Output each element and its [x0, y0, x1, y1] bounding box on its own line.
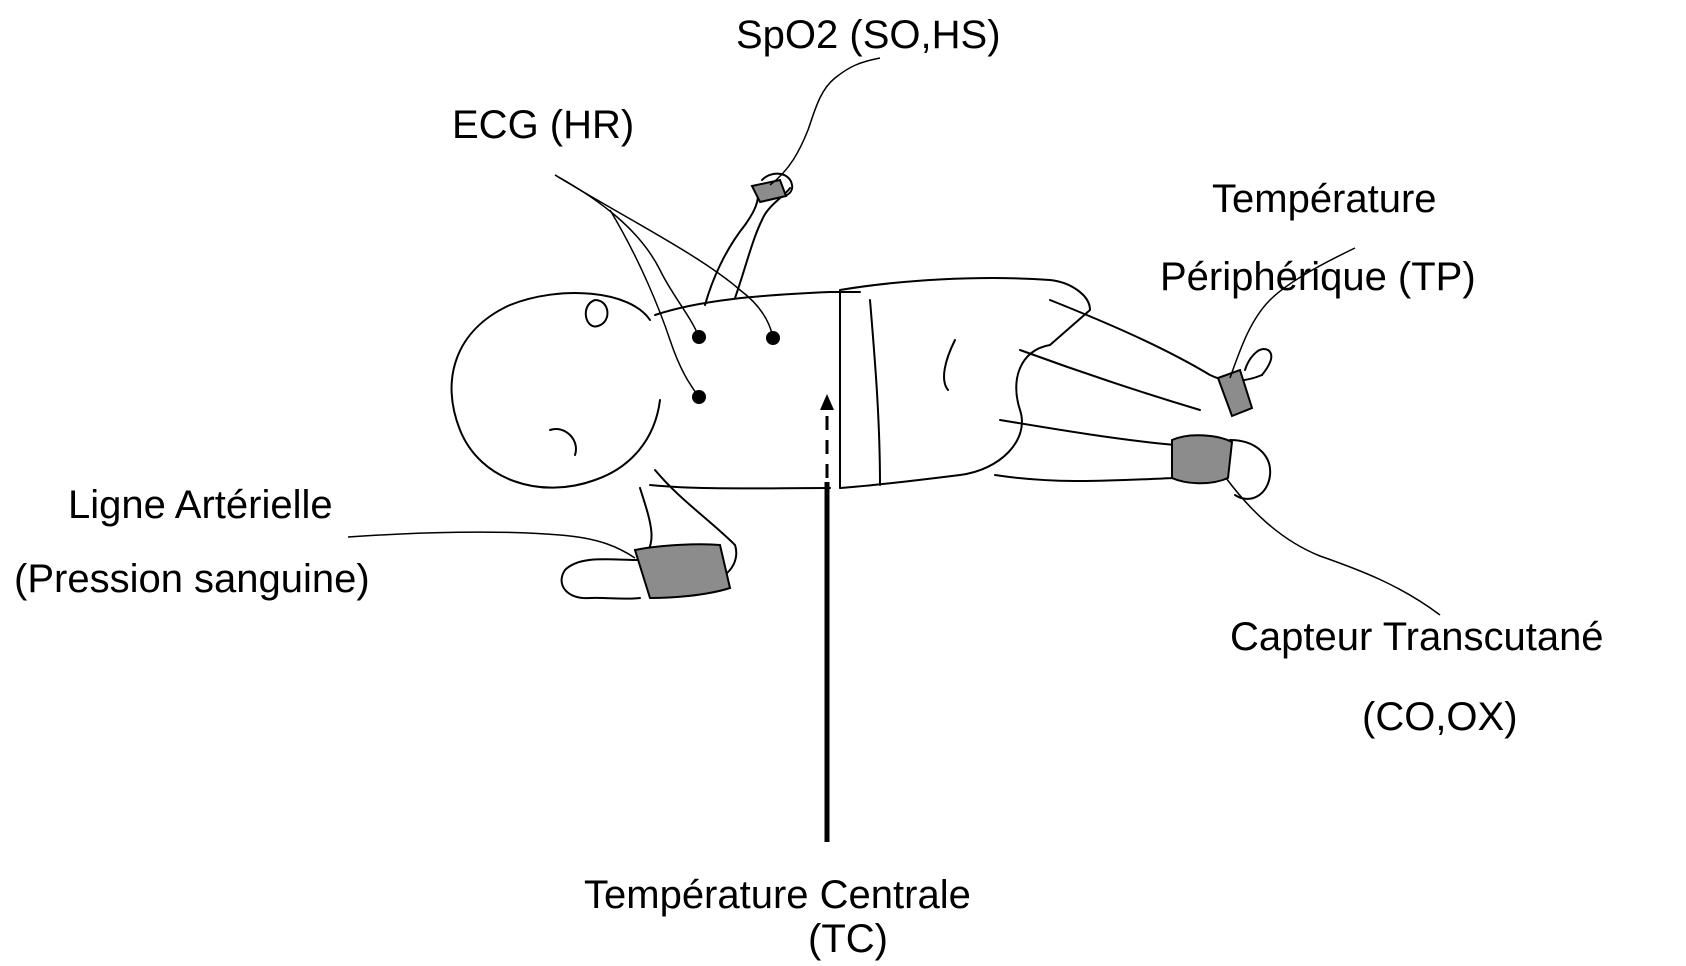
ecg-lead-3 — [610, 210, 699, 397]
arterial-cuff — [635, 544, 730, 598]
ecg-lead-2 — [555, 175, 773, 338]
spo2-lead — [770, 58, 880, 185]
peripheral-temp-sensor — [1218, 370, 1252, 416]
arterial-lead — [348, 532, 635, 558]
infant-upper-foot — [1245, 349, 1271, 375]
infant-torso-bottom — [650, 485, 830, 488]
temp-central-label-line2: (TC) — [808, 916, 888, 962]
spo2-label: SpO2 (SO,HS) — [736, 12, 1001, 58]
transcutaneous-sensor — [1172, 435, 1232, 483]
infant-diaper — [840, 278, 1090, 488]
ecg-lead-1 — [555, 175, 699, 337]
infant-diaper-fold — [870, 300, 955, 485]
transcutaneous-label-line2: (CO,OX) — [1362, 694, 1518, 740]
temp-peripheral-label-line2: Périphérique (TP) — [1160, 254, 1476, 300]
ecg-label: ECG (HR) — [452, 102, 634, 148]
infant-head — [452, 293, 660, 488]
infant-face-detail — [550, 429, 576, 455]
transcutaneous-lead — [1226, 478, 1440, 615]
infant-raised-arm — [705, 188, 790, 305]
infant-lower-hand — [562, 559, 640, 599]
central-temp-arrow-head — [820, 394, 834, 410]
transcutaneous-label-line1: Capteur Transcutané — [1230, 614, 1604, 660]
infant-ear — [586, 300, 608, 326]
arterial-label-line1: Ligne Artérielle — [68, 482, 333, 528]
temp-peripheral-label-line1: Température — [1212, 176, 1437, 222]
arterial-label-line2: (Pression sanguine) — [14, 556, 370, 602]
temp-central-label-line1: Température Centrale — [584, 872, 971, 918]
